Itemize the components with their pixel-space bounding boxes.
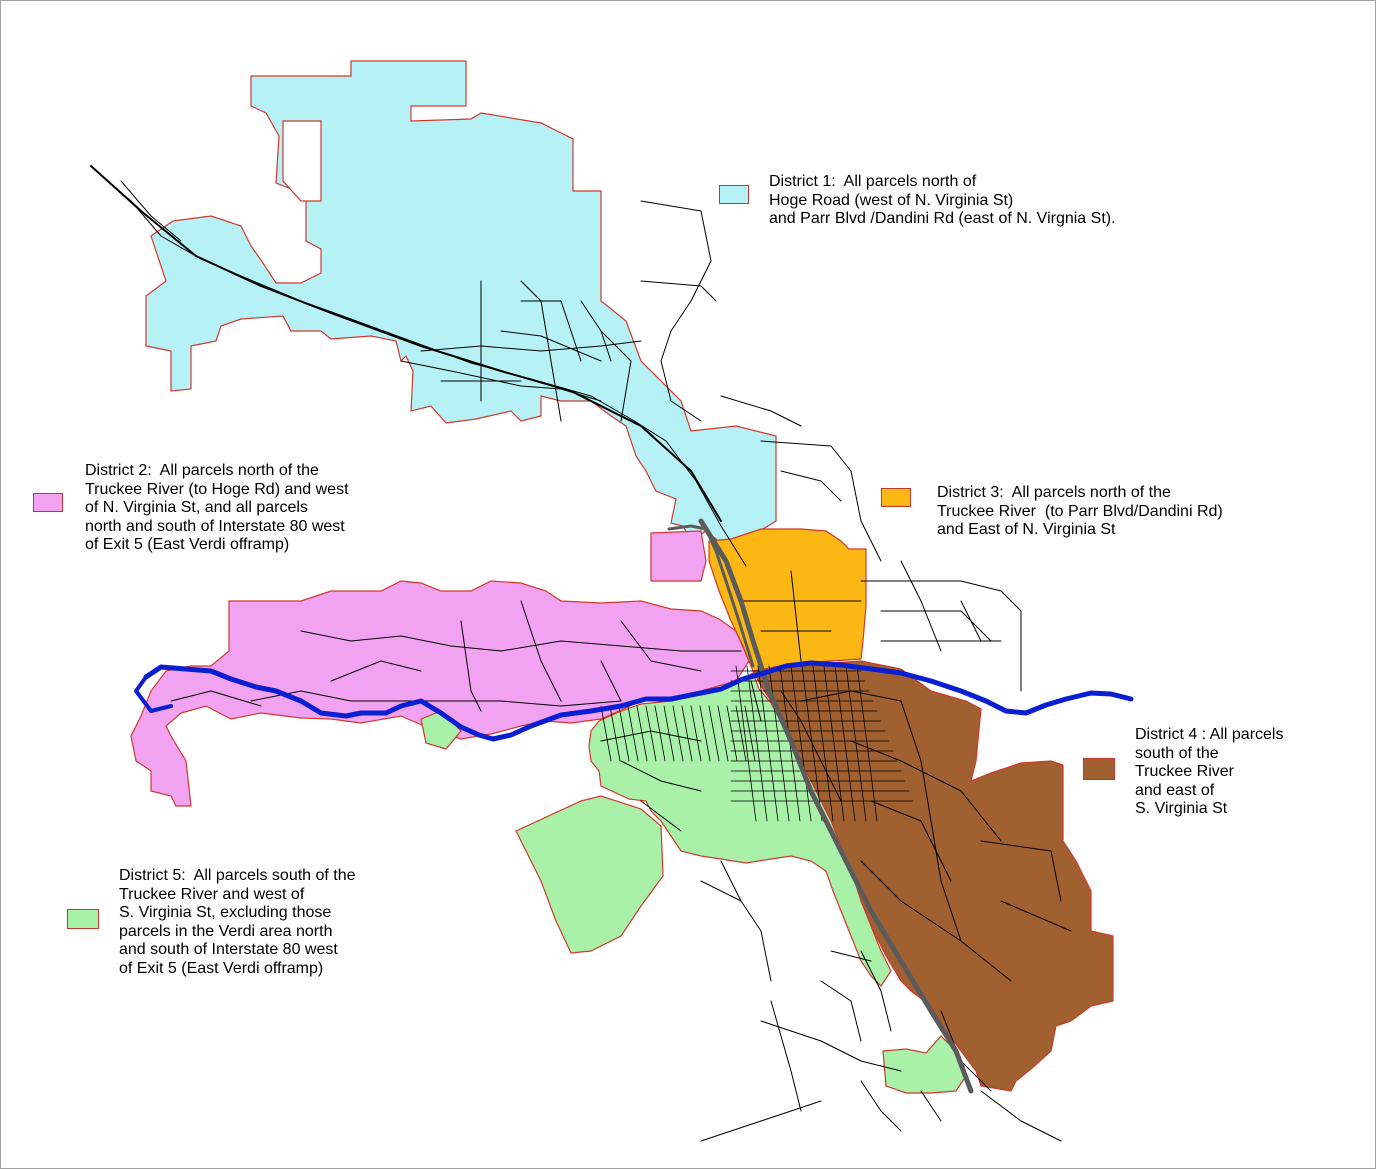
- truckee-river-west-bend: [134, 675, 173, 713]
- district-4-region: [752, 660, 1114, 1092]
- interstate-80: [90, 165, 722, 522]
- road-26: [860, 1080, 1062, 1142]
- road-10: [500, 300, 602, 362]
- road-17: [600, 620, 702, 702]
- district-5-swatch: [67, 909, 99, 929]
- road-24: [700, 860, 772, 982]
- district-1-label-line-2: Hoge Road (west of N. Virginia St): [769, 191, 1014, 209]
- road-22: [980, 840, 1072, 932]
- district-3-label-line-2: Truckee River (to Parr Blvd/Dandini Rd): [937, 502, 1223, 520]
- road-11: [740, 570, 862, 662]
- road-2: [120, 180, 182, 242]
- district-3-swatch: [881, 488, 911, 507]
- road-25: [700, 1000, 902, 1142]
- district-1-north-lobe: [282, 120, 322, 202]
- district-3-label-line-3: and East of N. Virginia St: [937, 521, 1116, 538]
- district-2-swatch: [33, 493, 63, 512]
- district-1-swatch: [719, 185, 749, 204]
- district-5-label-line-2: Truckee River and west of: [119, 885, 305, 903]
- district-2-region: [130, 580, 750, 807]
- district-5-label-line-3: S. Virginia St, excluding those: [119, 904, 332, 921]
- district-4-label-line-2: south of the: [1135, 744, 1219, 762]
- road-23: [600, 730, 702, 832]
- district-2-label-line-5: of Exit 5 (East Verdi offramp): [85, 536, 290, 553]
- district-3-region: [708, 528, 867, 672]
- district-4-label-line-5: S. Virginia St: [1135, 800, 1228, 817]
- district-3-label-line-1: District 3: All parcels north of the: [937, 484, 1171, 501]
- road-9: [720, 395, 802, 427]
- district-5-label-line-4: parcels in the Verdi area north: [119, 922, 333, 940]
- district-boundary-line: [667, 524, 755, 668]
- district-5-label-line-5: and south of Interstate 80 west: [119, 941, 338, 958]
- district-5-label-line-6: of Exit 5 (East Verdi offramp): [119, 959, 324, 977]
- district-2-label-line-4: north and south of Interstate 80 west: [85, 517, 345, 535]
- road-21: [900, 700, 962, 942]
- district-4-label-line-1: District 4 : All parcels: [1135, 726, 1284, 743]
- road-13: [900, 560, 982, 652]
- district-5-southwest-tract: [515, 795, 664, 954]
- district-5-label-line-1: District 5: All parcels south of the: [119, 867, 356, 884]
- road-7: [600, 280, 717, 422]
- truckee-river: [143, 660, 1134, 742]
- district-2-label-line-1: District 2: All parcels north of the: [85, 462, 319, 479]
- road-15: [330, 600, 562, 712]
- district-2-label-line-2: Truckee River (to Hoge Rd) and west: [85, 480, 349, 498]
- district-2-north-tract: [650, 530, 707, 582]
- district-4-label-line-3: Truckee River: [1135, 763, 1234, 780]
- district-4-swatch: [1083, 758, 1115, 780]
- road-8: [760, 440, 882, 562]
- district-1-label-line-3: and Parr Blvd /Dandini Rd (east of N. Vi…: [769, 210, 1116, 227]
- road-28: [820, 950, 872, 1042]
- road-18: [170, 690, 262, 707]
- road-6: [640, 200, 712, 422]
- district-2-label-line-3: of N. Virginia St, and all parcels: [85, 499, 308, 516]
- road-14: [300, 630, 742, 652]
- interstate-580: [698, 518, 974, 1094]
- district-4-label-line-4: and east of: [1135, 781, 1215, 799]
- district-1-label-line-1: District 1: All parcels north of: [769, 173, 977, 190]
